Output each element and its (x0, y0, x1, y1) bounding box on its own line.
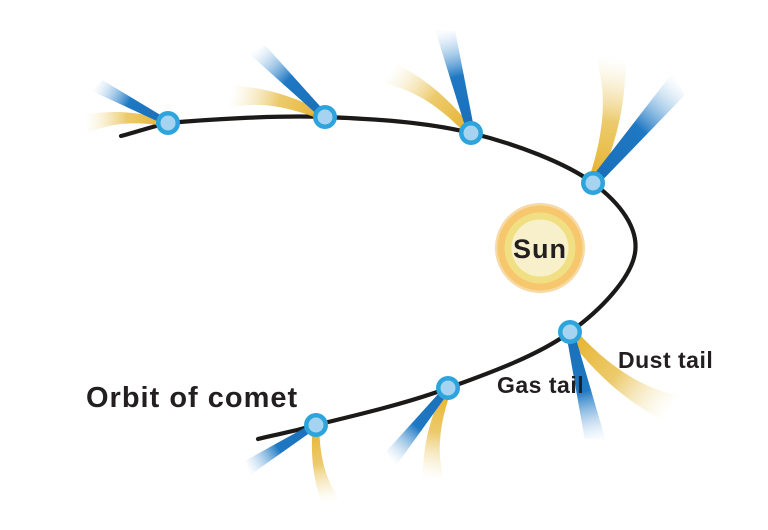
comet-nucleus-inner (317, 109, 333, 125)
comet-7 (241, 413, 347, 509)
comet-2 (217, 41, 337, 152)
comet-nucleus-inner (308, 417, 324, 433)
orbit-label: Orbit of comet (86, 382, 298, 414)
comet-4 (546, 41, 691, 197)
comet-1 (75, 77, 180, 155)
comet-nucleus-inner (440, 380, 456, 396)
comet-orbit-path (118, 114, 638, 442)
sun-label: Sun (513, 234, 567, 264)
sun-icon (495, 203, 585, 293)
comet-6 (382, 376, 482, 492)
comet-3 (373, 24, 486, 160)
gas-tail-label: Gas tail (497, 372, 584, 398)
comet-nucleus-inner (562, 324, 578, 340)
dust-tail-label: Dust tail (618, 347, 713, 373)
comets-layer (75, 24, 691, 509)
comet-5 (554, 300, 690, 447)
comet-nucleus-inner (160, 115, 176, 131)
comet-nucleus-inner (463, 125, 479, 141)
comet-nucleus-inner (585, 175, 601, 191)
